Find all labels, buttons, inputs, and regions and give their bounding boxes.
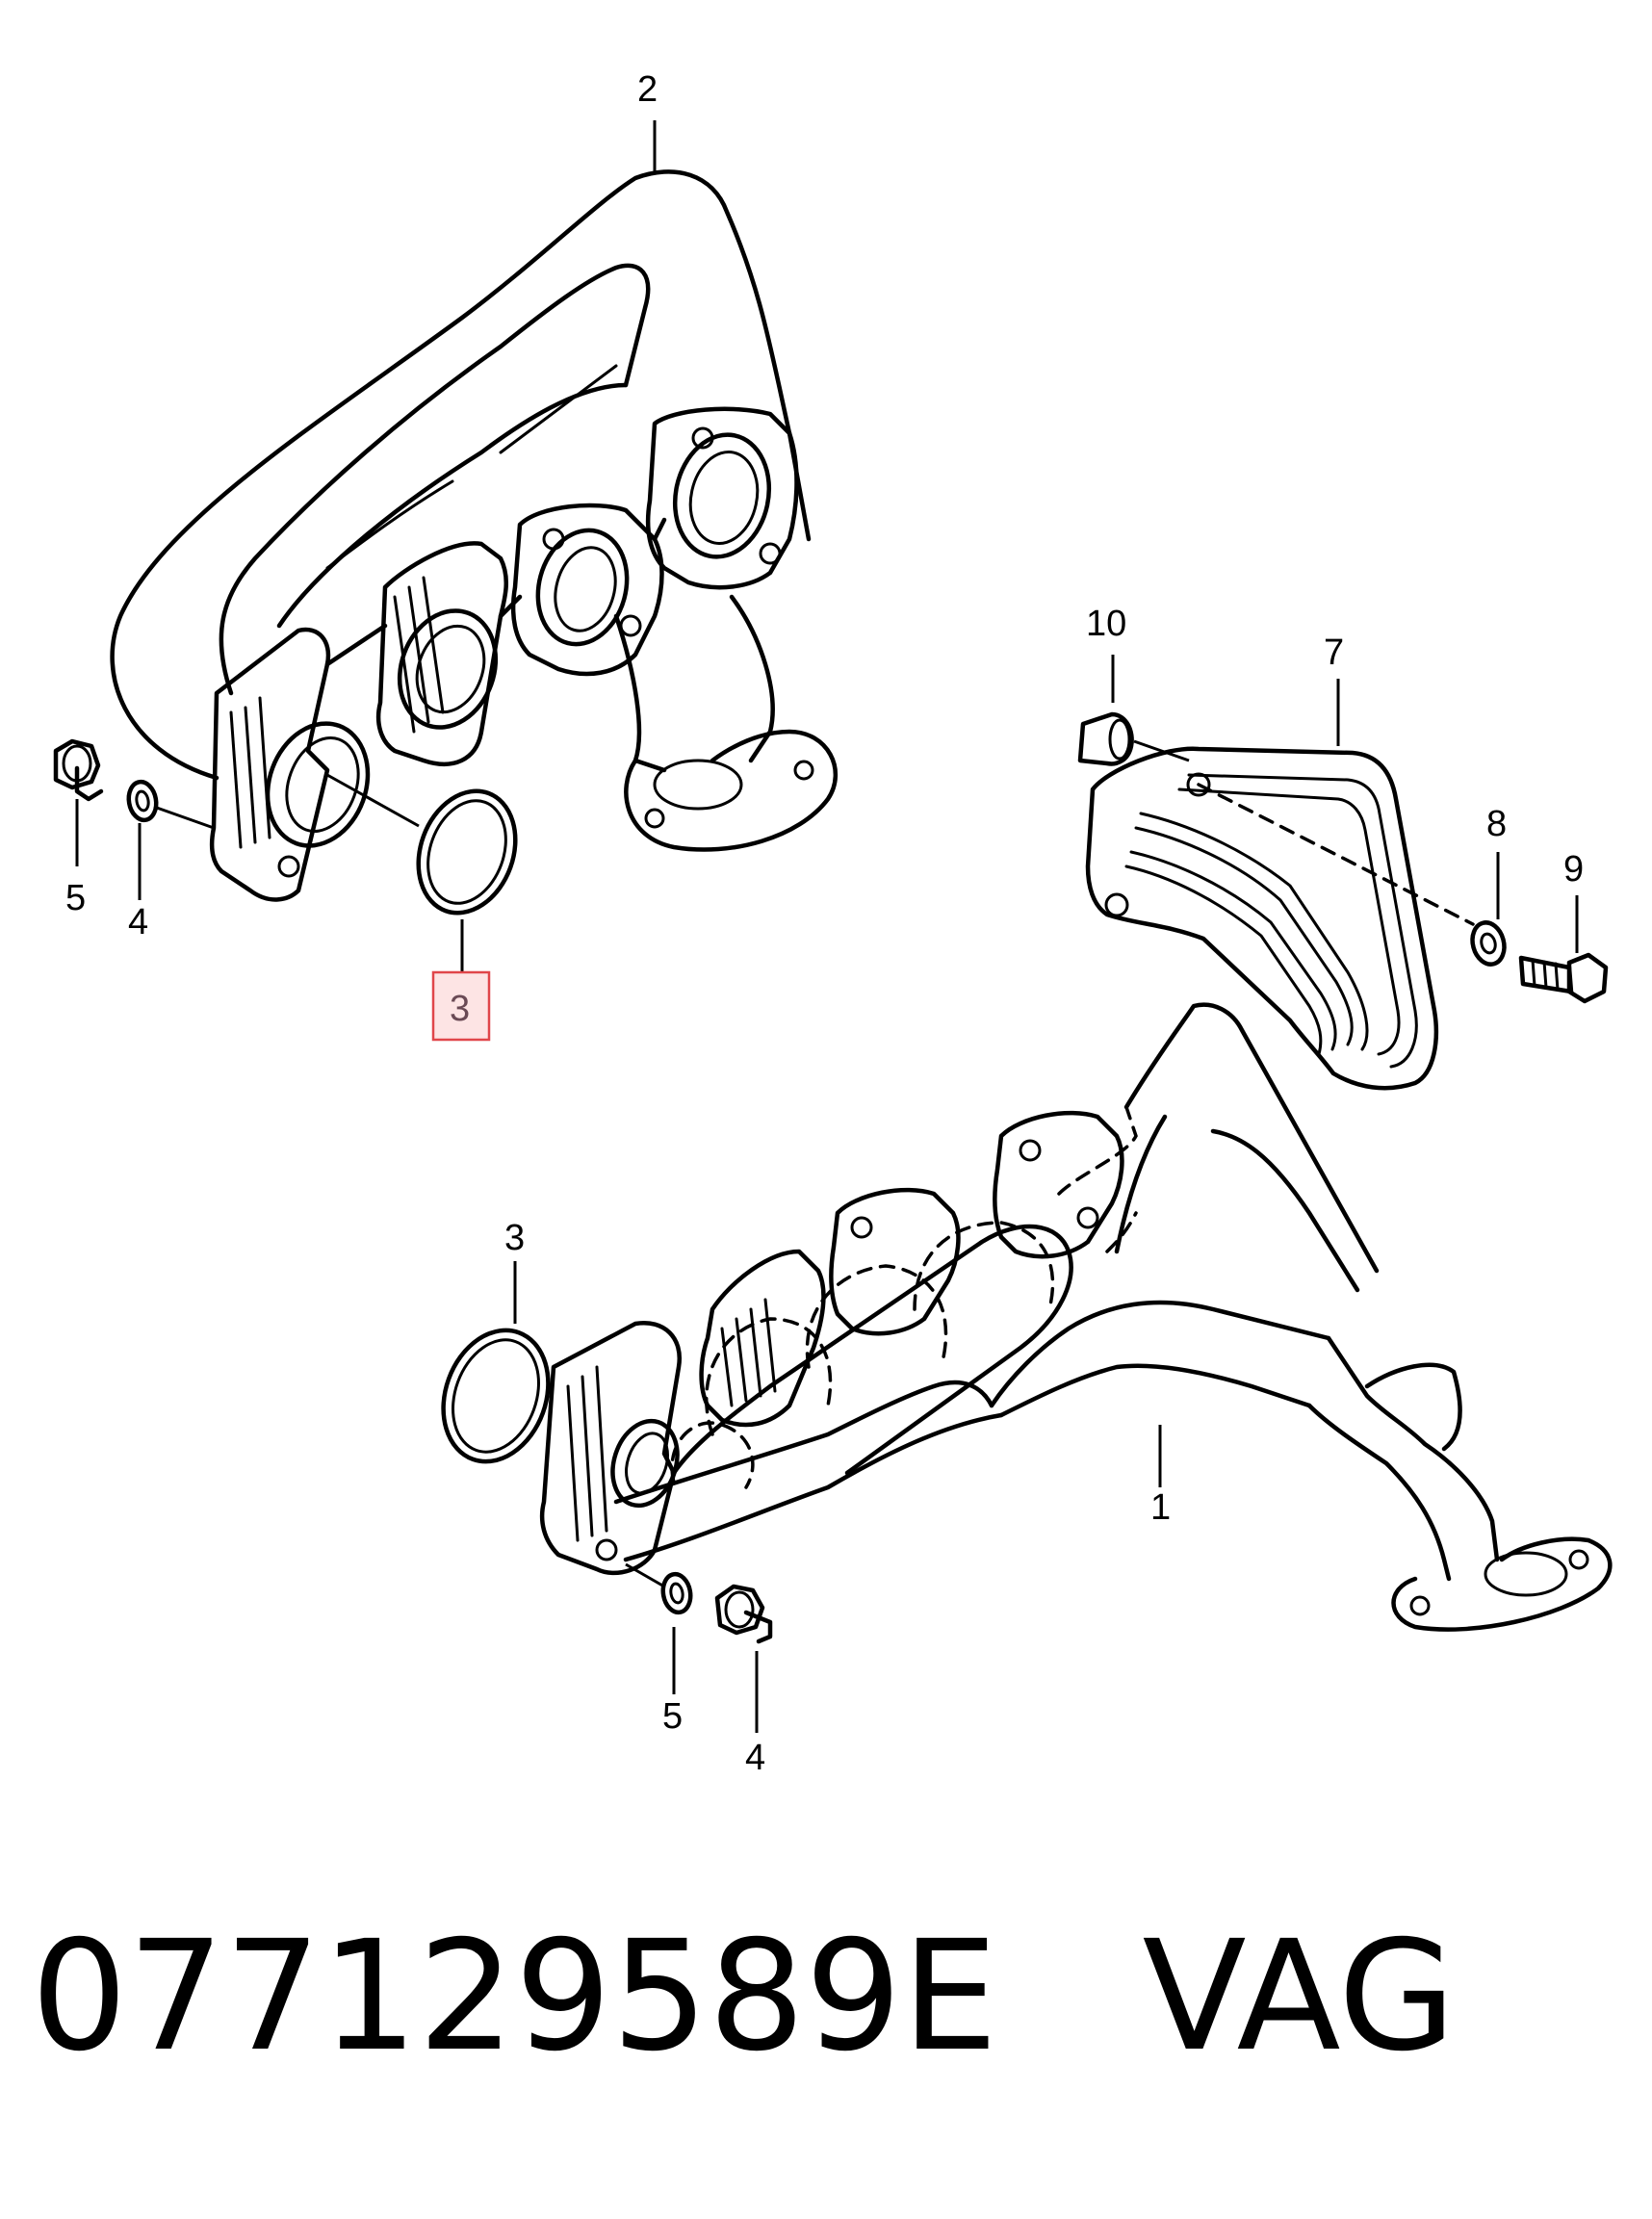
- callout-lower-nut: 4: [745, 1738, 765, 1778]
- callout-lower-washer: 5: [662, 1696, 683, 1737]
- callout-lower-manifold: 1: [1150, 1487, 1171, 1528]
- upper-nut: [53, 738, 104, 802]
- lower-washer: [660, 1571, 693, 1615]
- shield-washer: [1470, 920, 1507, 967]
- callout-shield-washer: 8: [1486, 804, 1507, 844]
- callout-bushing: 10: [1086, 604, 1126, 644]
- brand-name: VAG: [1142, 1908, 1457, 2085]
- upper-exhaust-manifold: [110, 169, 839, 902]
- upper-washer: [126, 779, 159, 823]
- lower-gasket-ring: [441, 1328, 551, 1464]
- highlight-box: [431, 970, 491, 1042]
- lower-nut: [714, 1584, 773, 1644]
- callout-upper-washer: 4: [128, 902, 148, 942]
- callout-shield-bolt: 9: [1563, 849, 1584, 890]
- callout-upper-gasket-highlighted: 3: [450, 989, 470, 1029]
- shield-bolt: [1518, 952, 1609, 1004]
- heat-shield: [1085, 746, 1439, 1091]
- callout-heat-shield: 7: [1324, 632, 1344, 673]
- callout-upper-nut: 5: [65, 878, 86, 918]
- callout-lower-gasket: 3: [504, 1218, 525, 1258]
- bushing: [1077, 711, 1134, 766]
- lower-exhaust-manifold: [539, 1002, 1613, 1632]
- callout-upper-manifold: 2: [637, 69, 658, 110]
- upper-gasket-ring: [416, 788, 518, 916]
- footer-caption: 077129589E VAG: [31, 1921, 1456, 2073]
- part-number: 077129589E: [31, 1908, 998, 2085]
